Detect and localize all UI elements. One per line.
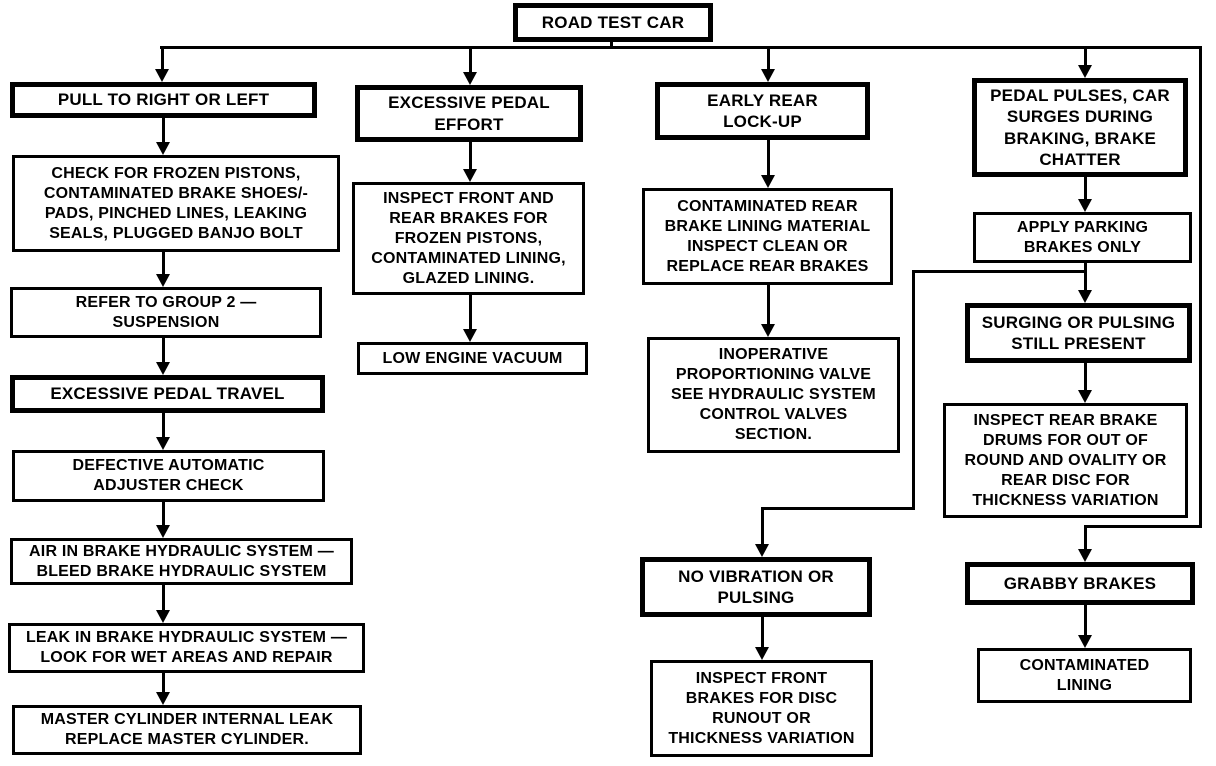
node-defective-automatic-adjuster: DEFECTIVE AUTOMATIC ADJUSTER CHECK [12,450,325,502]
arrow-down-icon [463,329,477,342]
flow-line [160,47,164,70]
flow-line [161,413,165,438]
node-inoperative-proportioning-valve: INOPERATIVE PROPORTIONING VALVE SEE HYDR… [647,337,900,453]
flow-line [161,673,165,693]
arrow-down-icon [156,362,170,375]
arrow-down-icon [1078,199,1092,212]
flow-line [766,140,770,176]
flow-line [161,118,165,143]
flow-line [161,338,165,363]
arrow-down-icon [156,692,170,705]
arrow-down-icon [156,437,170,450]
arrow-down-icon [156,525,170,538]
flow-line [911,270,1085,273]
flow-line [1083,605,1087,636]
node-inspect-rear-brake-drums: INSPECT REAR BRAKE DRUMS FOR OUT OF ROUN… [943,403,1188,518]
arrow-down-icon [1078,390,1092,403]
flow-line [1083,525,1087,549]
arrow-down-icon [755,647,769,660]
node-apply-parking-brakes-only: APPLY PARKING BRAKES ONLY [973,212,1192,263]
node-inspect-front-brakes-disc-runout: INSPECT FRONT BRAKES FOR DISC RUNOUT OR … [650,660,873,757]
node-air-in-brake-hydraulic-system: AIR IN BRAKE HYDRAULIC SYSTEM — BLEED BR… [10,538,353,585]
node-pull-to-right-or-left: PULL TO RIGHT OR LEFT [10,82,317,118]
flow-line [161,502,165,526]
flow-line [766,47,770,70]
arrow-down-icon [463,72,477,85]
node-low-engine-vacuum: LOW ENGINE VACUUM [357,342,588,375]
arrow-down-icon [755,544,769,557]
node-road-test-car: ROAD TEST CAR [513,3,713,42]
node-early-rear-lock-up: EARLY REAR LOCK-UP [655,82,870,140]
flow-line [1083,363,1087,391]
flow-line [1083,47,1087,66]
flow-line [1083,263,1087,291]
node-contaminated-lining: CONTAMINATED LINING [977,648,1192,703]
flow-line [468,295,472,330]
arrow-down-icon [156,610,170,623]
node-check-frozen-pistons: CHECK FOR FROZEN PISTONS, CONTAMINATED B… [12,155,340,252]
arrow-down-icon [1078,65,1092,78]
flow-line [911,271,915,510]
node-leak-in-brake-hydraulic-system: LEAK IN BRAKE HYDRAULIC SYSTEM — LOOK FO… [8,623,365,673]
arrow-down-icon [761,69,775,82]
flow-line [161,252,165,275]
arrow-down-icon [156,142,170,155]
node-no-vibration-or-pulsing: NO VIBRATION OR PULSING [640,557,872,617]
node-refer-group2-suspension: REFER TO GROUP 2 — SUSPENSION [10,287,322,338]
node-excessive-pedal-travel: EXCESSIVE PEDAL TRAVEL [10,375,325,413]
flow-line [760,617,764,648]
arrow-down-icon [761,324,775,337]
arrow-down-icon [1078,290,1092,303]
arrow-down-icon [1078,635,1092,648]
node-contaminated-rear-brake-lining: CONTAMINATED REAR BRAKE LINING MATERIAL … [642,188,893,285]
arrow-down-icon [761,175,775,188]
flow-line [468,47,472,73]
flow-line [160,46,1202,49]
node-master-cylinder-internal-leak: MASTER CYLINDER INTERNAL LEAK REPLACE MA… [12,705,362,755]
node-pedal-pulses-car-surges: PEDAL PULSES, CAR SURGES DURING BRAKING,… [972,78,1188,177]
flow-line [610,41,613,47]
flow-line [468,142,472,170]
arrow-down-icon [463,169,477,182]
node-excessive-pedal-effort: EXCESSIVE PEDAL EFFORT [355,85,583,142]
node-surging-or-pulsing-still-present: SURGING OR PULSING STILL PRESENT [965,303,1192,363]
arrow-down-icon [156,274,170,287]
flow-line [766,285,770,325]
node-grabby-brakes: GRABBY BRAKES [965,562,1195,605]
flow-line [760,507,914,510]
flow-line [1199,46,1202,528]
flow-line [1084,525,1202,528]
flow-line [1083,177,1087,200]
flow-line [161,585,165,611]
arrow-down-icon [1078,549,1092,562]
flow-line [760,509,764,545]
node-inspect-front-rear-brakes: INSPECT FRONT AND REAR BRAKES FOR FROZEN… [352,182,585,295]
arrow-down-icon [155,69,169,82]
